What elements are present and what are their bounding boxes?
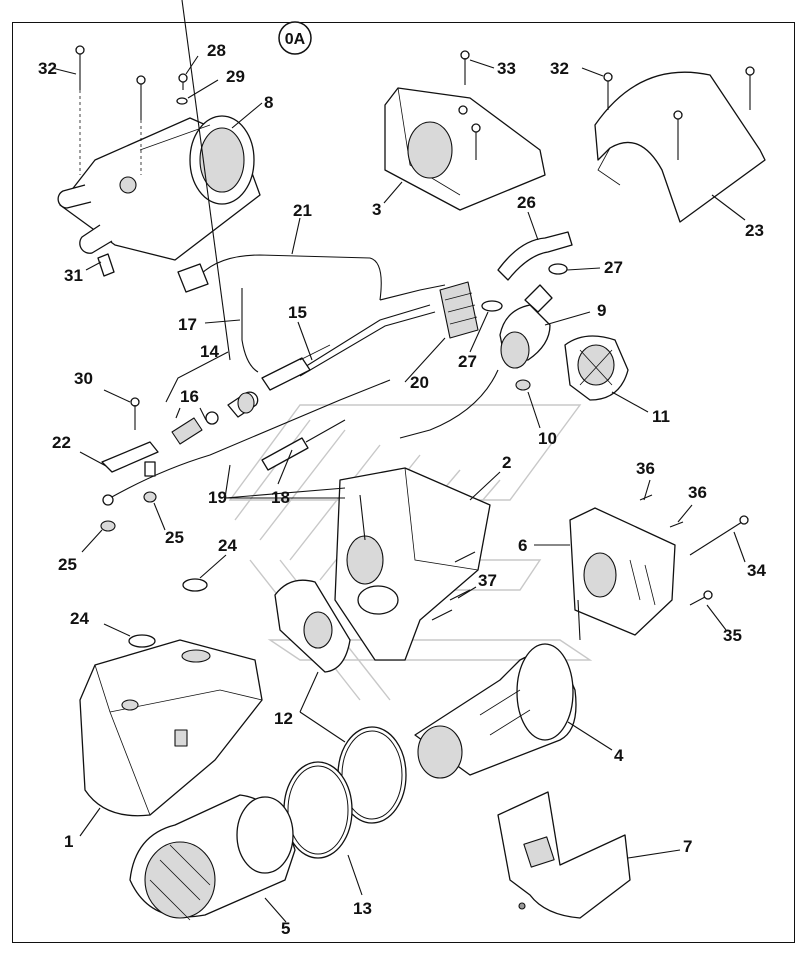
part-7-shield: [497, 791, 631, 919]
callout-12: 12: [274, 709, 293, 728]
callout-14: 14: [200, 342, 219, 361]
part-3-cover: [384, 87, 546, 211]
part-25-nut-left: [100, 494, 116, 532]
part-15-sensor: [261, 344, 331, 391]
leader-lines: [51, 0, 746, 923]
callout-6: 6: [518, 536, 527, 555]
callout-labels: 32 28 29 8 33 32 3 21 26 27 23 31 17 15 …: [38, 41, 766, 938]
part-27-ring-upper: [548, 263, 568, 275]
callout-25-left: 25: [58, 555, 77, 574]
callout-23: 23: [745, 221, 764, 240]
callout-19: 19: [208, 488, 227, 507]
part-33-screw: [460, 50, 470, 85]
callout-20: 20: [410, 373, 429, 392]
callout-15: 15: [288, 303, 307, 322]
part-30-screw: [130, 397, 140, 430]
callout-32-left: 32: [38, 59, 57, 78]
callout-37: 37: [478, 571, 497, 590]
group-tag-badge: 0A: [278, 21, 312, 55]
part-16-glow-plug: [171, 411, 219, 445]
part-32-screw-left: [75, 45, 146, 175]
part-22-bracket: [101, 441, 159, 473]
part-2-burner-housing: [334, 467, 491, 661]
callout-25-right: 25: [165, 528, 184, 547]
part-29-washer: [176, 97, 188, 105]
part-4-combustion-tube: [414, 643, 577, 779]
part-31-clip: [97, 253, 115, 277]
callout-1: 1: [64, 832, 73, 851]
part-5-blower: [129, 794, 296, 921]
callout-35: 35: [723, 626, 742, 645]
part-10-fitting: [515, 379, 531, 391]
part-26-hose: [497, 231, 573, 281]
part-36-screw-b: [669, 521, 684, 528]
callout-22: 22: [52, 433, 71, 452]
part-19-cable: [109, 379, 391, 499]
group-tag-label: 0A: [285, 31, 306, 48]
part-8-pump: [57, 115, 261, 261]
part-9-dosing-pump: [399, 284, 553, 439]
callout-16: 16: [180, 387, 199, 406]
part-28-screw: [178, 73, 188, 90]
callout-5: 5: [281, 919, 290, 938]
part-24-oring-lower: [128, 634, 156, 648]
part-27-ring-lower: [481, 300, 503, 312]
callout-36-a: 36: [636, 459, 655, 478]
callout-26: 26: [517, 193, 536, 212]
part-23-cover: [594, 66, 766, 223]
part-6-control-unit: [569, 507, 676, 641]
callout-17: 17: [178, 315, 197, 334]
callout-27-upper: 27: [604, 258, 623, 277]
callout-18: 18: [271, 488, 290, 507]
callout-36-b: 36: [688, 483, 707, 502]
part-37-screws: [431, 551, 476, 621]
part-11-filter-cage: [564, 335, 629, 401]
callout-7: 7: [683, 837, 692, 856]
part-20-connector: [439, 281, 479, 339]
part-1-lower-housing: [79, 639, 263, 817]
callout-31: 31: [64, 266, 83, 285]
part-21-harness: [177, 254, 446, 377]
part-25-nut-right: [143, 461, 157, 503]
callout-21: 21: [293, 201, 312, 220]
callout-3: 3: [372, 200, 381, 219]
callout-8: 8: [264, 93, 273, 112]
callout-34: 34: [747, 561, 766, 580]
callout-27-lower: 27: [458, 352, 477, 371]
part-13-ring-b: [283, 761, 353, 859]
callout-13: 13: [353, 899, 372, 918]
part-36-screw-a: [639, 494, 653, 501]
part-17-sensor-rod: [241, 288, 259, 373]
callout-33: 33: [497, 59, 516, 78]
callout-32-right: 32: [550, 59, 569, 78]
part-24-oring-upper: [182, 578, 208, 592]
callout-2: 2: [502, 453, 511, 472]
part-14-seal: [227, 391, 259, 418]
part-34-long-bolt: [689, 515, 749, 556]
diagram-frame: [12, 22, 795, 943]
callout-24-lower: 24: [70, 609, 89, 628]
part-12-gasket-plate: [274, 579, 351, 673]
callout-11: 11: [652, 407, 670, 426]
callout-9: 9: [597, 301, 606, 320]
callout-4: 4: [614, 746, 624, 765]
part-35-screw: [689, 590, 713, 606]
callout-10: 10: [538, 429, 557, 448]
part-18-probe: [261, 419, 346, 471]
callout-28: 28: [207, 41, 226, 60]
callout-24-upper: 24: [218, 536, 237, 555]
callout-29: 29: [226, 67, 245, 86]
callout-30: 30: [74, 369, 93, 388]
